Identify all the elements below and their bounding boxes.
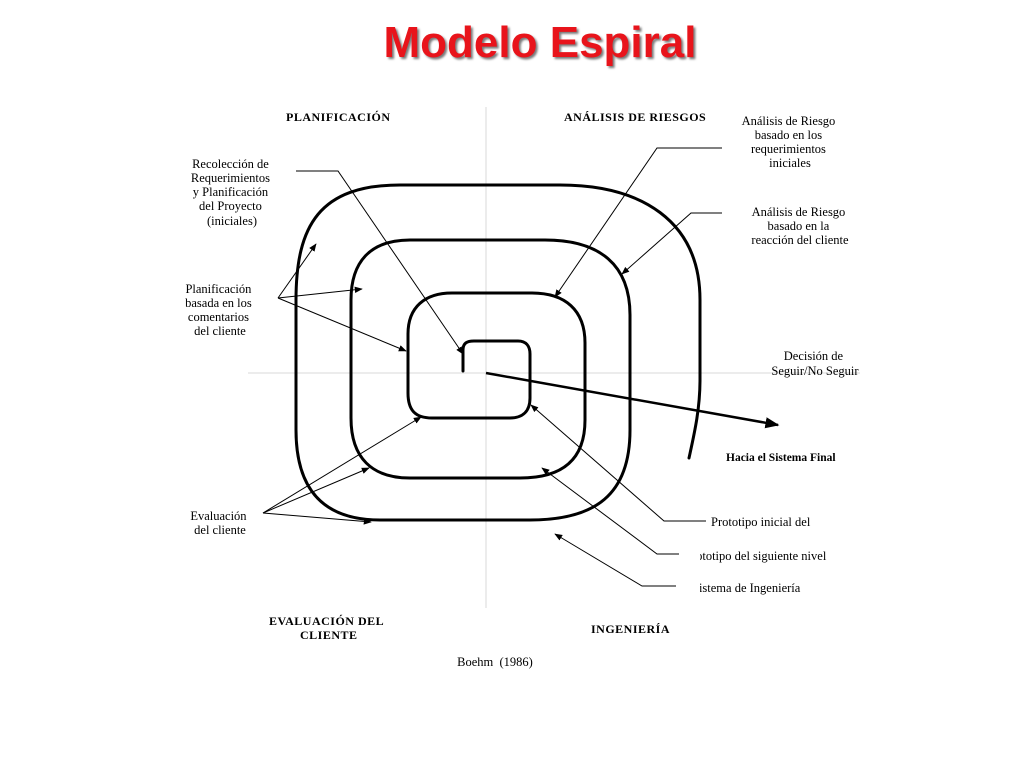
pointer-eval-2 [262, 467, 370, 514]
quadrant-evaluacion-line2: CLIENTE [300, 628, 358, 642]
label-analisis-reaccion: Análisis de Riesgo basado en la reacción… [751, 205, 849, 247]
pointer-planif-3 [277, 297, 407, 352]
pointer-planif-1 [277, 243, 317, 299]
quadrant-ingenieria: INGENIERÍA [591, 622, 670, 636]
quadrant-analisis-riesgos: ANÁLISIS DE RIESGOS [564, 110, 706, 124]
label-sistema-ingenieria: Sistema de Ingeniería [692, 581, 801, 595]
final-system-arrow [485, 371, 780, 429]
pointer-prototipo-inicial [530, 404, 706, 522]
quadrant-planificacion: PLANIFICACIÓN [286, 110, 391, 124]
pointer-sistema-ingenieria [554, 533, 676, 587]
pointer-eval-3 [262, 512, 372, 525]
quadrant-evaluacion-line1: EVALUACIÓN DEL [269, 614, 384, 628]
label-prototipo-siguiente: Prototipo del siguiente nivel [685, 549, 827, 563]
pointer-planif-2 [277, 286, 363, 299]
label-analisis-inicial: Análisis de Riesgo basado en los requeri… [742, 114, 839, 170]
label-hacia-sistema-final: Hacia el Sistema Final [726, 452, 836, 464]
spiral-path [294, 183, 702, 522]
pointer-analisis-reaccion [621, 212, 722, 275]
pointer-eval-1 [262, 416, 422, 514]
pointer-prototipo-siguiente [541, 467, 679, 555]
label-recoleccion: Recolección de Requerimientos y Planific… [191, 157, 273, 228]
slide-title: Modelo Espiral [383, 18, 697, 67]
pointer-analisis-inicial [554, 147, 722, 298]
label-evaluacion-cliente: Evaluación del cliente [190, 509, 249, 537]
label-decision: Decisión de Seguir/No Seguir [771, 349, 859, 378]
label-planificacion-comentarios: Planificación basada en los comentarios … [185, 282, 255, 338]
label-prototipo-inicial: Prototipo inicial del [711, 515, 811, 529]
pointer-recoleccion [296, 170, 464, 355]
citation: Boehm (1986) [457, 655, 533, 669]
